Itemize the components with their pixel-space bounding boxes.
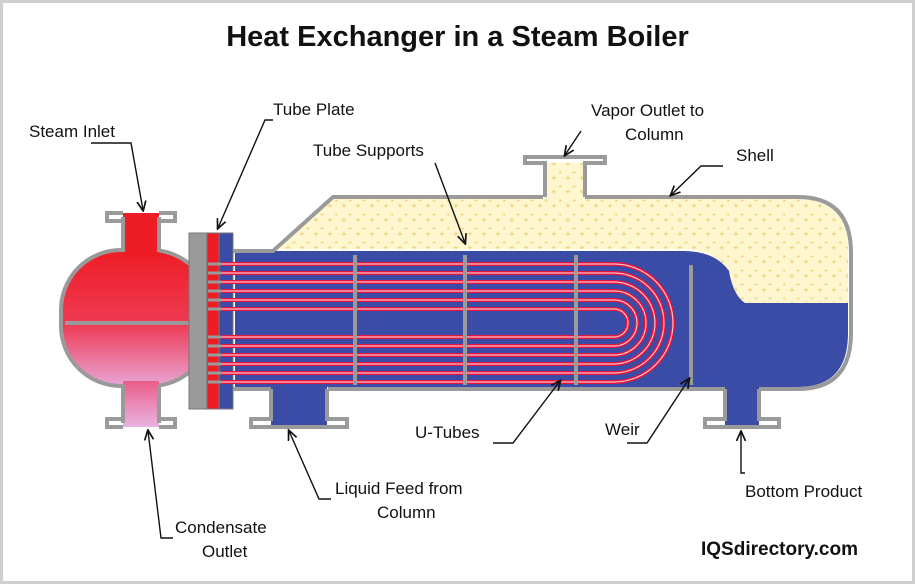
tube-ends [208,262,221,384]
bottom-product-nozzle [703,387,781,429]
liquid-feed-nozzle [249,387,349,429]
label-vapor-outlet-2: Column [625,125,684,144]
label-vapor-outlet-1: Vapor Outlet to [591,101,704,120]
label-u-tubes: U-Tubes [415,423,480,442]
heat-exchanger-diagram: + + [29,100,862,561]
leader-lines [91,119,745,539]
vapor-space [235,199,848,303]
u-tubes [208,262,675,384]
brand-watermark: IQSdirectory.com [701,539,858,560]
diagram-title: Heat Exchanger in a Steam Boiler [226,21,689,53]
label-weir: Weir [605,420,640,439]
vapor-outlet-nozzle [523,155,607,203]
label-bottom-product: Bottom Product [745,482,862,501]
shell-outline [233,195,853,391]
label-liquid-feed-1: Liquid Feed from [335,479,463,498]
label-steam-inlet: Steam Inlet [29,122,115,141]
label-liquid-feed-2: Column [377,503,436,522]
label-tube-plate: Tube Plate [273,100,355,119]
tube-supports [353,255,578,385]
label-condensate-1: Condensate [175,518,267,537]
label-shell: Shell [736,146,774,165]
label-tube-supports: Tube Supports [313,141,424,160]
flange-left [188,232,208,410]
labels: Steam Inlet Tube Plate Tube Supports Vap… [29,100,862,561]
label-condensate-2: Outlet [202,542,248,561]
